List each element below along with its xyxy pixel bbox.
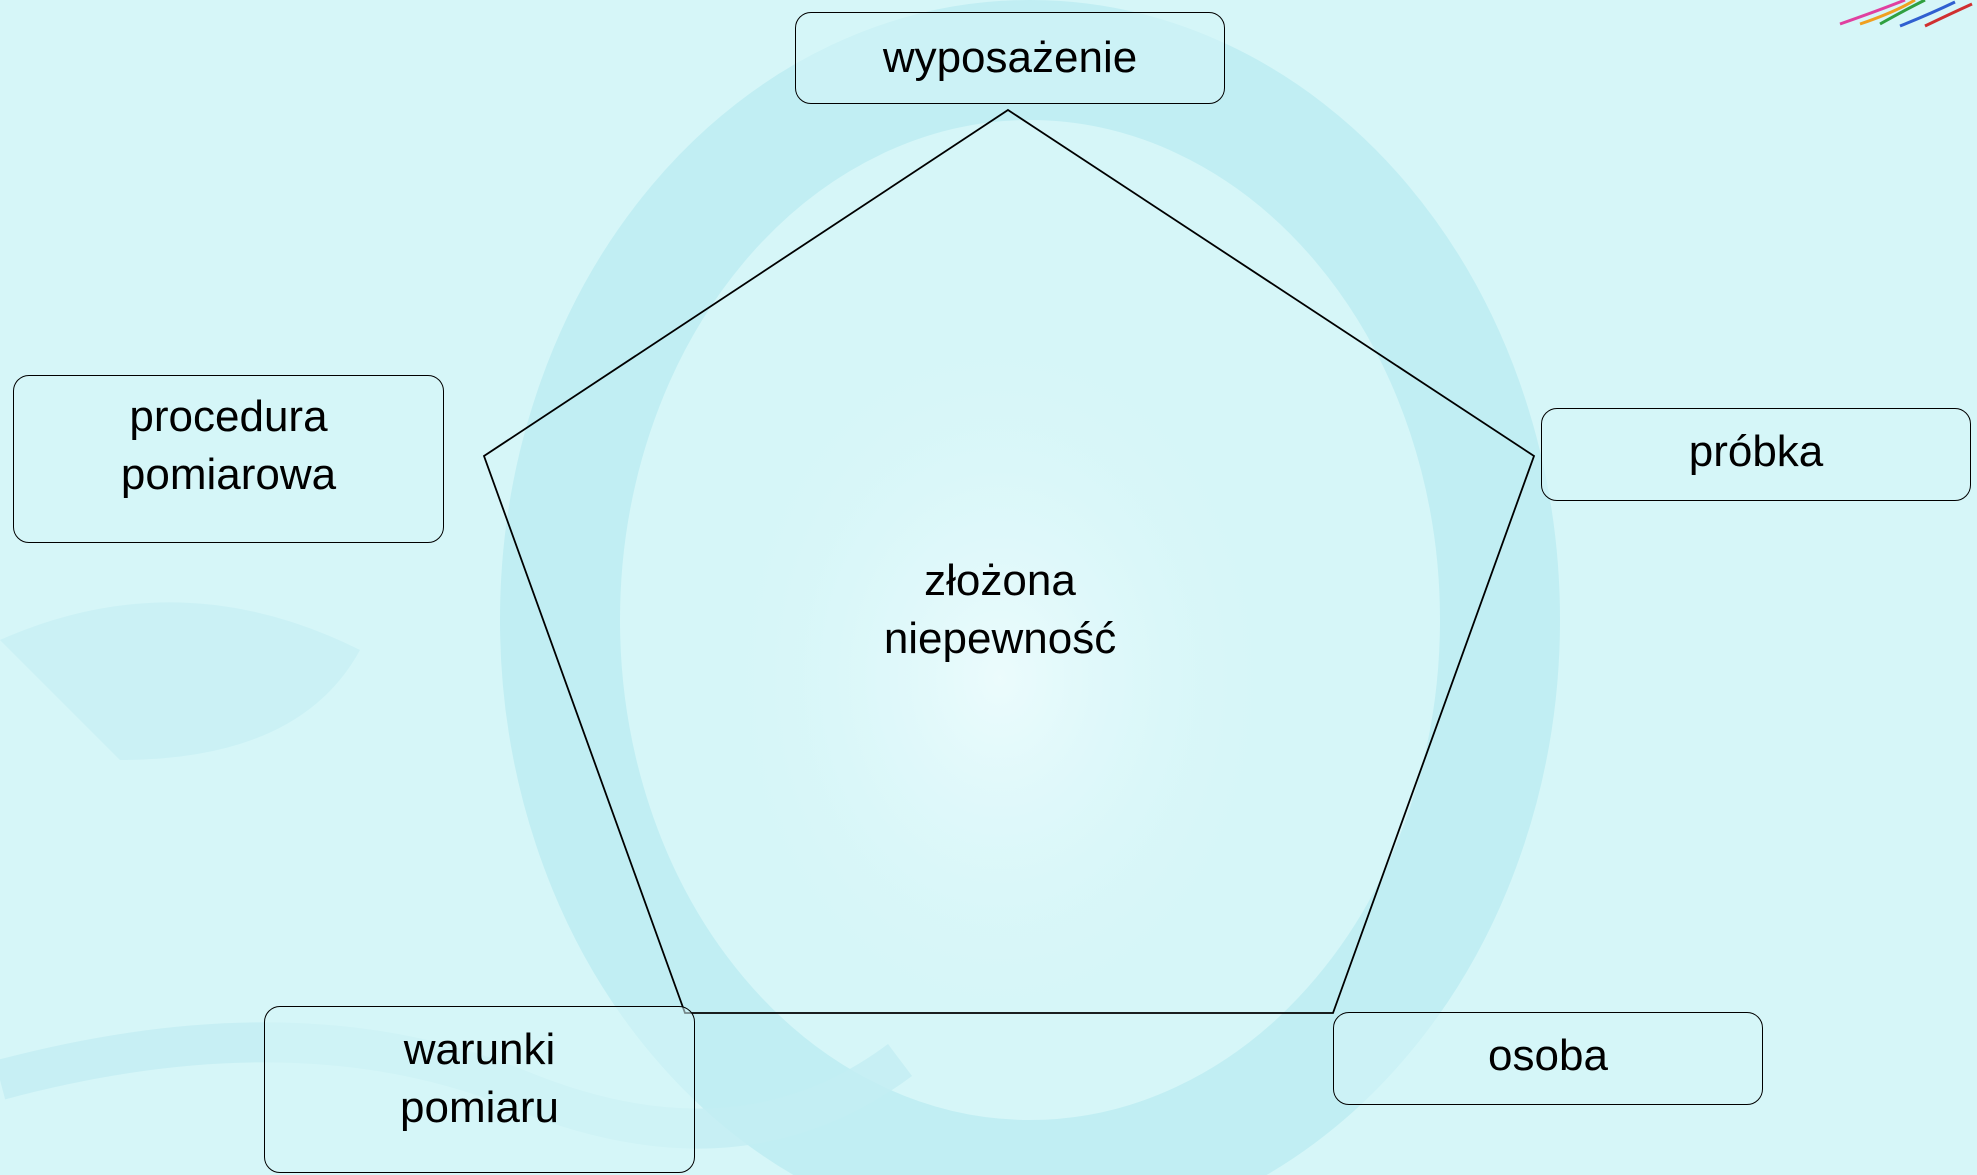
node-person-label: osoba: [1488, 1031, 1608, 1080]
corner-logo: [1839, 0, 1973, 28]
node-procedure-label-line1: procedura: [129, 392, 328, 441]
center-label-line2: niepewność: [883, 614, 1117, 663]
node-sample-label: próbka: [1688, 427, 1824, 476]
node-conditions-label-line1: warunki: [403, 1025, 556, 1074]
node-conditions: warunki pomiaru: [264, 1006, 695, 1173]
node-equipment: wyposażenie: [795, 12, 1225, 104]
node-person: osoba: [1333, 1012, 1763, 1105]
node-procedure-label-line2: pomiarowa: [120, 450, 337, 499]
node-equipment-label: wyposażenie: [882, 33, 1138, 82]
center-label-line1: złożona: [924, 556, 1076, 605]
node-procedure: procedura pomiarowa: [13, 375, 444, 543]
node-conditions-label-line2: pomiaru: [400, 1083, 559, 1132]
center-label: złożona niepewność: [840, 552, 1160, 668]
node-sample: próbka: [1541, 408, 1971, 501]
